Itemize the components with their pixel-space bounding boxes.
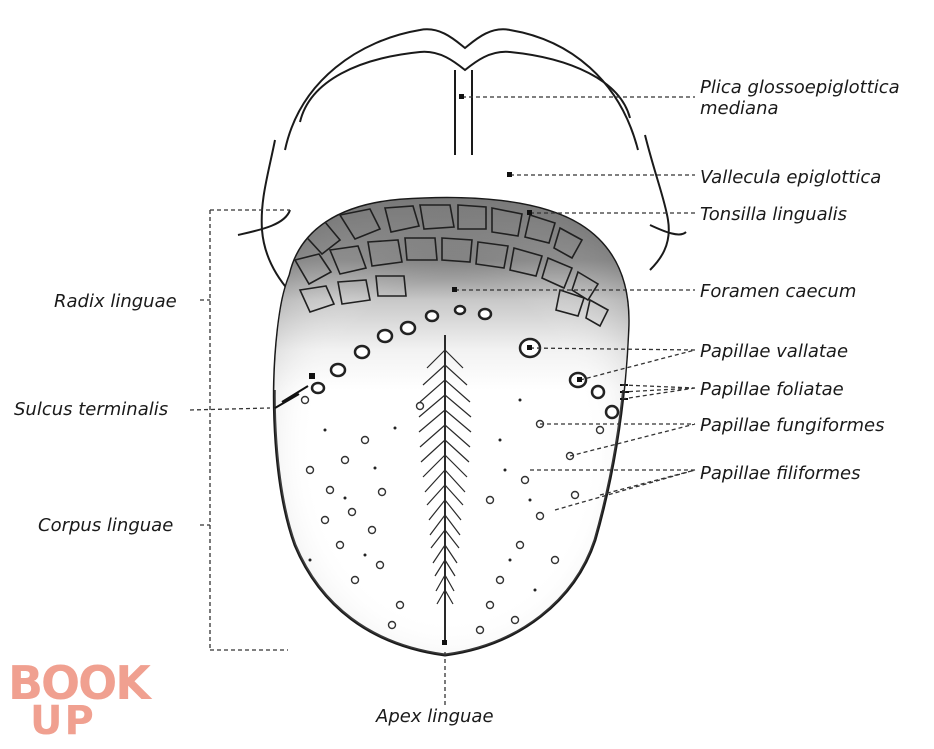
tongue-body [272,196,630,657]
label-papillae-fungiformes: Papillae fungiformes [700,415,885,436]
label-tonsilla-lingualis: Tonsilla lingualis [700,204,847,225]
label-papillae-filiformes: Papillae filiformes [700,463,861,484]
watermark-line1: BOOK [8,656,151,710]
label-sulcus-terminalis: Sulcus terminalis [14,399,169,420]
label-radix-linguae: Radix linguae [54,291,177,312]
label-papillae-vallatae: Papillae vallatae [700,341,849,362]
papillae-vallatae [310,304,620,420]
label-plica-mediana: mediana [700,98,779,119]
papillae-filiformes [308,398,537,592]
label-plica-glossoepiglottica: Plica glossoepiglottica [700,77,900,98]
sulcus-terminalis-marks [274,385,309,409]
watermark-line2: UP [30,698,96,744]
label-vallecula-epiglottica: Vallecula epiglottica [700,167,882,188]
label-papillae-foliatae: Papillae foliatae [700,379,844,400]
leader-lines [189,96,696,705]
label-corpus-linguae: Corpus linguae [38,515,174,536]
tonsilla-cell-pattern [293,204,610,328]
label-foramen-caecum: Foramen caecum [700,281,857,302]
papillae-fungiformes [300,395,605,635]
epiglottis-outline [237,28,687,293]
label-apex-linguae: Apex linguae [376,706,494,727]
leader-endpoints [309,94,582,645]
filiform-ridges [418,349,472,605]
